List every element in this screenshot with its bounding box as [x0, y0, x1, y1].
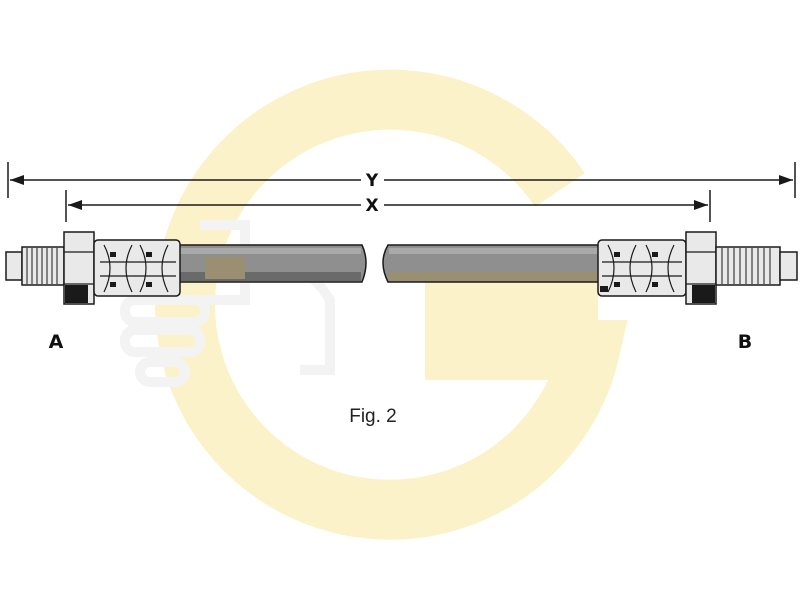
dimension-y: Y	[7, 162, 796, 198]
dimension-x-label: X	[365, 196, 378, 216]
dimension-x: X	[65, 190, 711, 222]
hose-right-segment	[382, 244, 601, 283]
dimension-y-label: Y	[365, 171, 379, 191]
right-fitting	[597, 231, 798, 305]
left-fitting	[5, 231, 181, 305]
figure-caption: Fig. 2	[349, 406, 397, 427]
end-b-label: B	[738, 331, 752, 353]
end-a-label: A	[49, 331, 64, 353]
hose-left-segment	[177, 244, 367, 283]
brand-logo-watermark-icon	[120, 69, 628, 540]
